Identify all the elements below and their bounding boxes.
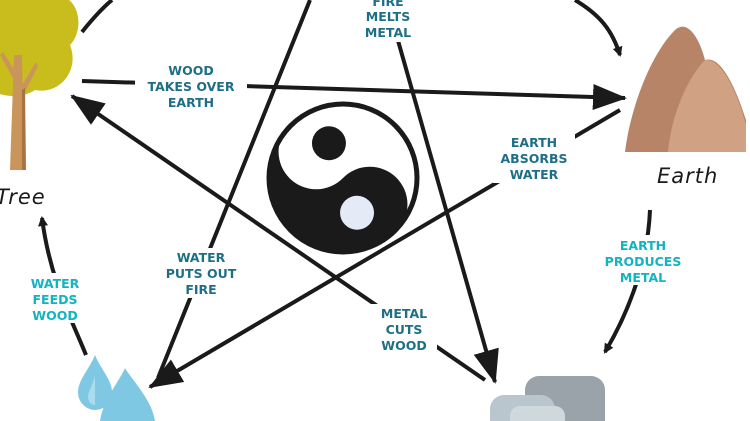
svg-text:WOOD: WOOD xyxy=(168,63,213,78)
arc-tree-top xyxy=(80,0,114,34)
svg-text:MELTS: MELTS xyxy=(366,9,410,24)
svg-text:WOOD: WOOD xyxy=(32,308,77,323)
svg-text:WOOD: WOOD xyxy=(381,338,426,353)
svg-text:METAL: METAL xyxy=(381,306,427,321)
arc-fire-to-earth xyxy=(573,0,623,57)
label-water-puts-out-fire: WATER PUTS OUT FIRE xyxy=(160,248,242,298)
svg-text:PUTS OUT: PUTS OUT xyxy=(166,266,237,281)
svg-text:FIRE: FIRE xyxy=(185,282,216,297)
water-drops-icon xyxy=(78,355,155,421)
svg-text:EARTH: EARTH xyxy=(511,135,557,150)
label-fire-melts-metal: FIRE MELTS METAL xyxy=(353,0,423,42)
svg-text:WATER: WATER xyxy=(31,276,80,291)
svg-text:METAL: METAL xyxy=(365,25,411,40)
label-wood-takes-over-earth: WOOD TAKES OVER EARTH xyxy=(135,62,247,110)
svg-text:PRODUCES: PRODUCES xyxy=(605,254,682,269)
earth-name: Earth xyxy=(657,164,718,188)
svg-text:FEEDS: FEEDS xyxy=(33,292,78,307)
arrow-fire-to-metal xyxy=(393,29,499,384)
svg-text:TAKES OVER: TAKES OVER xyxy=(148,79,235,94)
svg-text:WATER: WATER xyxy=(510,167,559,182)
label-metal-cuts-wood: METAL CUTS WOOD xyxy=(371,304,437,354)
tree-icon xyxy=(0,0,79,170)
label-earth-absorbs-water: EARTH ABSORBS WATER xyxy=(493,133,575,183)
metal-rocks-icon xyxy=(490,376,605,421)
svg-text:FIRE: FIRE xyxy=(372,0,403,9)
svg-text:EARTH: EARTH xyxy=(620,238,666,253)
svg-text:WATER: WATER xyxy=(177,250,226,265)
svg-text:EARTH: EARTH xyxy=(168,95,214,110)
label-water-feeds-wood: WATER FEEDS WOOD xyxy=(24,273,88,323)
svg-text:METAL: METAL xyxy=(620,270,666,285)
label-earth-produces-metal: EARTH PRODUCES METAL xyxy=(597,235,689,285)
tree-name: Tree xyxy=(0,185,46,209)
mountain-icon xyxy=(625,26,746,152)
arrow-water-to-fire xyxy=(156,0,312,379)
svg-text:CUTS: CUTS xyxy=(386,322,423,337)
svg-text:ABSORBS: ABSORBS xyxy=(501,151,568,166)
yin-yang-icon xyxy=(266,101,420,255)
